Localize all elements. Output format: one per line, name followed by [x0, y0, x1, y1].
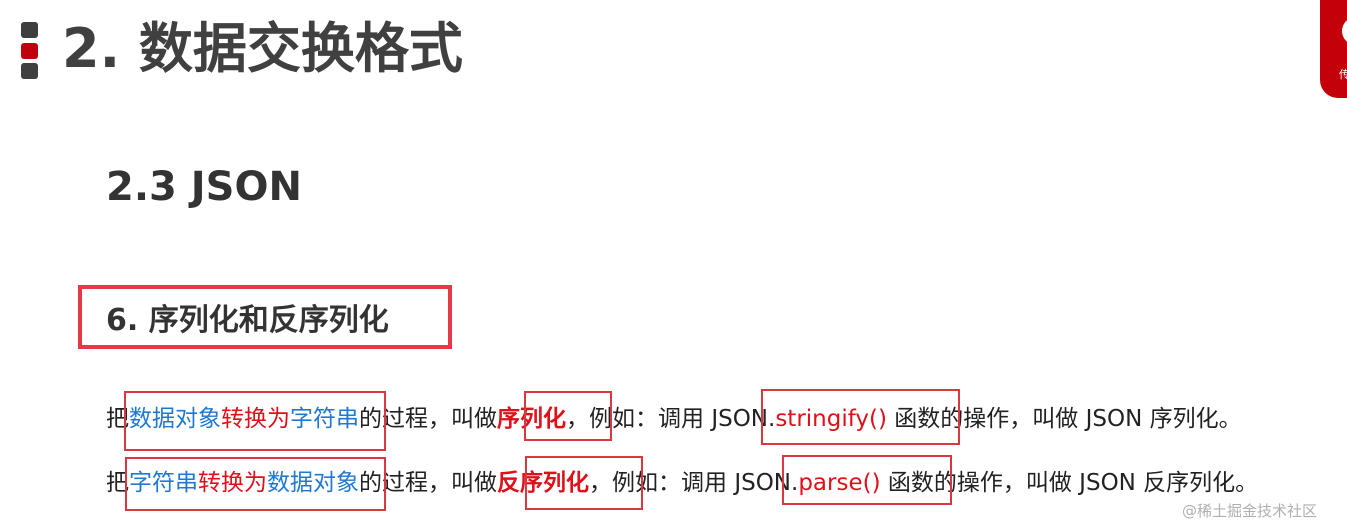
line2-api-object: JSON. [734, 470, 799, 496]
brand-badge-text: 传 [1339, 68, 1347, 81]
subsection-heading: 6. 序列化和反序列化 [106, 303, 389, 338]
title-bullet-middle [21, 43, 38, 59]
deserialization-sentence: 把字符串转换为数据对象的过程，叫做反序列化，例如：调用 JSON.parse()… [106, 466, 1258, 500]
line2-text2: ，例如：调用 [589, 470, 735, 496]
line1-api-function: stringify() [775, 406, 887, 432]
line2-text3: 函数的操作，叫做 JSON 反序列化。 [880, 470, 1259, 496]
line1-prefix: 把 [106, 406, 129, 432]
line2-convert-to: 转换为 [198, 470, 267, 496]
line2-text1: 的过程，叫做 [359, 470, 497, 496]
slide-title: 2. 数据交换格式 [62, 17, 463, 80]
title-bullet-bottom [21, 63, 38, 79]
serialization-sentence: 把数据对象转换为字符串的过程，叫做序列化，例如：调用 JSON.stringif… [106, 402, 1242, 436]
line1-text2: ，例如：调用 [566, 406, 712, 432]
brand-badge: 传 [1320, 0, 1347, 98]
watermark: @稀土掘金技术社区 [1182, 502, 1318, 520]
line1-text1: 的过程，叫做 [359, 406, 497, 432]
section-heading: 2.3 JSON [106, 164, 302, 210]
line2-object-string: 字符串 [129, 470, 198, 496]
line1-object-string: 字符串 [290, 406, 359, 432]
line2-term: 反序列化 [497, 470, 589, 496]
subsection-highlight-box [78, 285, 452, 349]
line1-term: 序列化 [497, 406, 566, 432]
line2-prefix: 把 [106, 470, 129, 496]
line2-api-function: parse() [798, 470, 881, 496]
line2-object-data: 数据对象 [267, 470, 359, 496]
line1-object-data: 数据对象 [129, 406, 221, 432]
line1-convert-to: 转换为 [221, 406, 290, 432]
line1-api-object: JSON. [711, 406, 776, 432]
brand-logo-icon [1342, 17, 1347, 45]
title-bullet-top [21, 22, 38, 38]
line1-text3: 函数的操作，叫做 JSON 序列化。 [887, 406, 1242, 432]
